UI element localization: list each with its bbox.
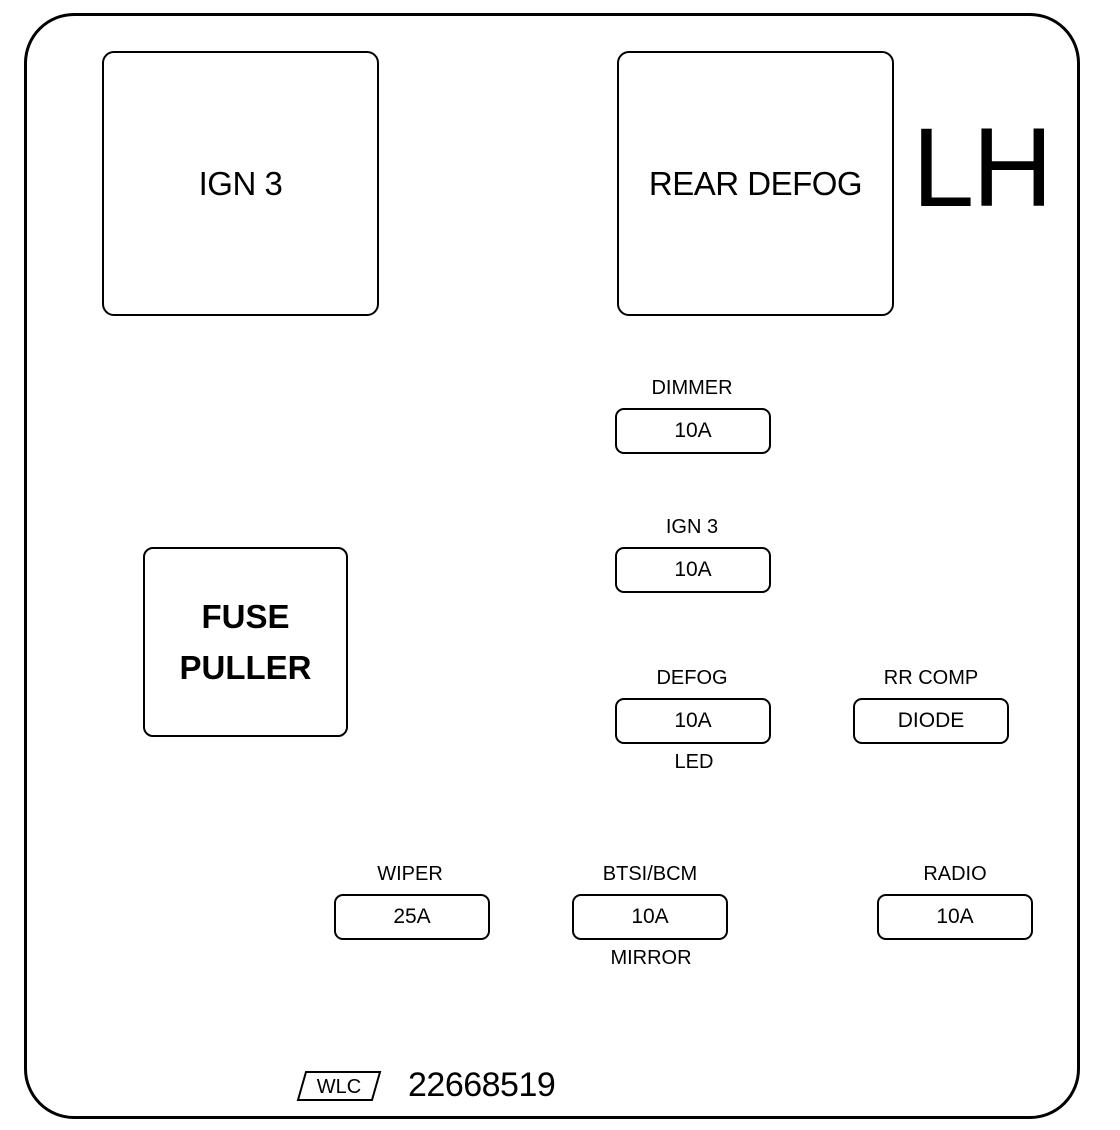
relay-ign3-label: IGN 3 <box>198 164 283 202</box>
fuse-puller-line2: PULLER <box>179 649 312 686</box>
fuse-wiper: 25A <box>334 894 490 940</box>
fuse-defog-rating: 10A <box>674 709 712 732</box>
relay-ign3: IGN 3 <box>102 51 379 316</box>
fuse-dimmer-label: DIMMER <box>651 377 733 399</box>
fuse-btsi-bcm-rating: 10A <box>631 905 669 928</box>
part-number: 22668519 <box>408 1066 556 1104</box>
wlc-logo: WLC <box>296 1071 382 1101</box>
fuse-wiper-label: WIPER <box>377 863 443 885</box>
wlc-logo-text: WLC <box>317 1076 361 1098</box>
fuse-defog-label: DEFOG <box>656 667 728 689</box>
fuse-dimmer-rating: 10A <box>674 419 712 442</box>
fuse-block-panel <box>24 13 1080 1119</box>
fuse-radio-label: RADIO <box>923 863 987 885</box>
fuse-defog-sublabel: LED <box>674 751 714 773</box>
fuse-ign3-rating: 10A <box>674 558 712 581</box>
fuse-rr-comp-label: RR COMP <box>883 667 979 689</box>
fuse-ign3-label: IGN 3 <box>665 516 719 538</box>
fuse-puller-line1: FUSE <box>201 597 290 635</box>
relay-rear-defog: REAR DEFOG <box>617 51 894 316</box>
fuse-defog: 10A <box>615 698 771 744</box>
relay-rear-defog-label: REAR DEFOG <box>648 164 863 202</box>
fuse-rr-comp: DIODE <box>853 698 1009 744</box>
fuse-dimmer: 10A <box>615 408 771 454</box>
fuse-btsi-bcm: 10A <box>572 894 728 940</box>
fuse-btsi-bcm-label: BTSI/BCM <box>602 863 698 885</box>
fuse-radio-rating: 10A <box>936 905 974 928</box>
fuse-ign3: 10A <box>615 547 771 593</box>
fuse-wiper-rating: 25A <box>393 905 431 928</box>
fuse-radio: 10A <box>877 894 1033 940</box>
fuse-rr-comp-rating: DIODE <box>897 709 965 732</box>
fuse-puller: FUSE PULLER <box>143 547 348 737</box>
fuse-btsi-bcm-sublabel: MIRROR <box>610 947 692 969</box>
side-label: LH <box>912 105 1053 230</box>
